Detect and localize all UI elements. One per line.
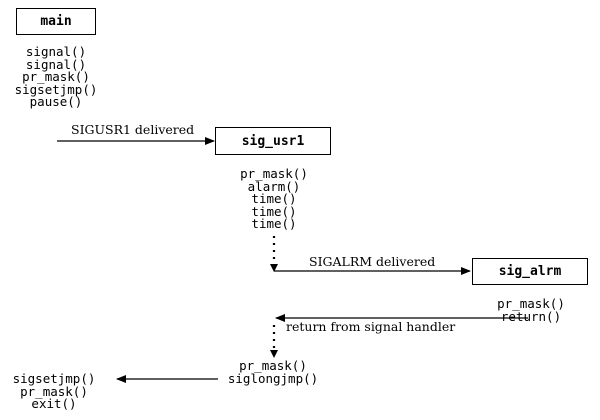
call-return: return() bbox=[500, 308, 562, 324]
call-time: time() bbox=[251, 216, 297, 231]
call-sigsetjmp: sigsetjmp() bbox=[14, 81, 98, 97]
call-pr-mask: pr_mask() bbox=[239, 358, 307, 373]
call-signal: signal() bbox=[25, 56, 87, 72]
sigalrm-delivered-label: SIGALRM delivered bbox=[309, 254, 436, 269]
call-time: time() bbox=[251, 203, 297, 219]
call-time: time() bbox=[251, 191, 297, 206]
sig-usr1-dotted-arrowhead bbox=[270, 264, 278, 272]
call-signal: signal() bbox=[25, 44, 87, 59]
return-dotted-arrowhead bbox=[270, 350, 278, 358]
call-alarm: alarm() bbox=[247, 178, 301, 194]
sig-alrm-box: sig_alrm bbox=[472, 258, 588, 285]
main-calls: signal() signal() pr_mask() sigsetjmp() … bbox=[6, 44, 106, 109]
call-pr-mask: pr_mask() bbox=[22, 69, 90, 84]
sig-alrm-calls: pr_mask() return() bbox=[481, 296, 581, 324]
call-exit: exit() bbox=[31, 396, 77, 411]
call-pr-mask: pr_mask() bbox=[20, 383, 88, 399]
sig-usr1-box: sig_usr1 bbox=[215, 127, 331, 155]
call-sigsetjmp: sigsetjmp() bbox=[12, 371, 96, 386]
sig-usr1-calls: pr_mask() alarm() time() time() time() bbox=[224, 166, 324, 231]
call-pause: pause() bbox=[29, 94, 83, 109]
sigusr1-delivered-label: SIGUSR1 delivered bbox=[71, 122, 195, 137]
call-siglongjmp: siglongjmp() bbox=[227, 370, 319, 386]
main-box: main bbox=[16, 8, 96, 35]
call-pr-mask: pr_mask() bbox=[497, 296, 565, 311]
return-from-handler-label: return from signal handler bbox=[286, 319, 456, 334]
final-calls: sigsetjmp() pr_mask() exit() bbox=[4, 371, 104, 411]
call-pr-mask: pr_mask() bbox=[240, 166, 308, 181]
resume-calls: pr_mask() siglongjmp() bbox=[218, 358, 328, 386]
